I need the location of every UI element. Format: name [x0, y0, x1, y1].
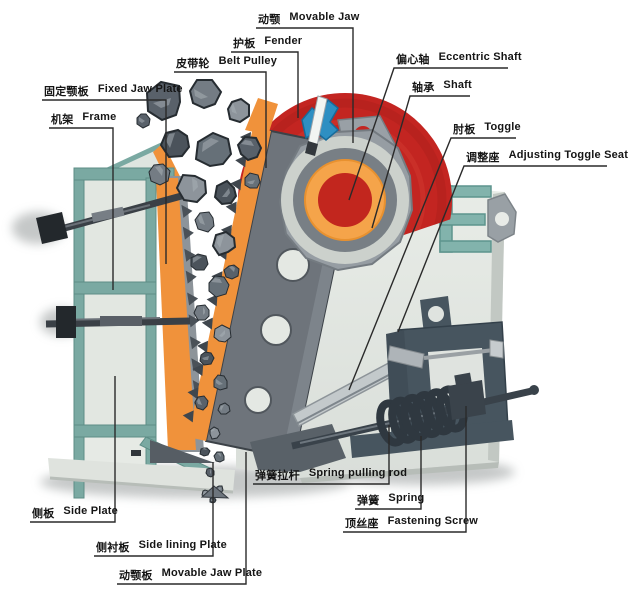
leader-frame [49, 127, 114, 290]
leader-movable-jaw-plate [117, 452, 247, 585]
tension-rods [36, 188, 197, 338]
leader-fixed-jaw-plate [42, 99, 167, 264]
leader-adjusting-toggle-seat [397, 165, 607, 333]
spring-part [376, 385, 468, 447]
leader-spring [355, 436, 422, 510]
shaft-center [318, 173, 372, 227]
rocks [136, 79, 263, 504]
leader-fender [231, 51, 299, 118]
frame-lug [487, 193, 517, 243]
leader-shaft [371, 95, 470, 229]
leader-side-plate [30, 376, 116, 523]
leader-spring-pulling-rod [253, 425, 390, 485]
leader-side-lining-plate [94, 462, 214, 557]
leader-fastening-screw [343, 406, 467, 533]
leader-eccentric-shaft [348, 67, 508, 201]
eccentric-shaft-hub [278, 95, 414, 272]
leader-movable-jaw [256, 27, 354, 143]
leader-belt-pulley [174, 71, 267, 168]
leader-toggle [348, 137, 516, 391]
fastening-screw-part [448, 380, 486, 420]
leader-lines [30, 27, 607, 585]
toggle-mechanism [291, 296, 539, 458]
